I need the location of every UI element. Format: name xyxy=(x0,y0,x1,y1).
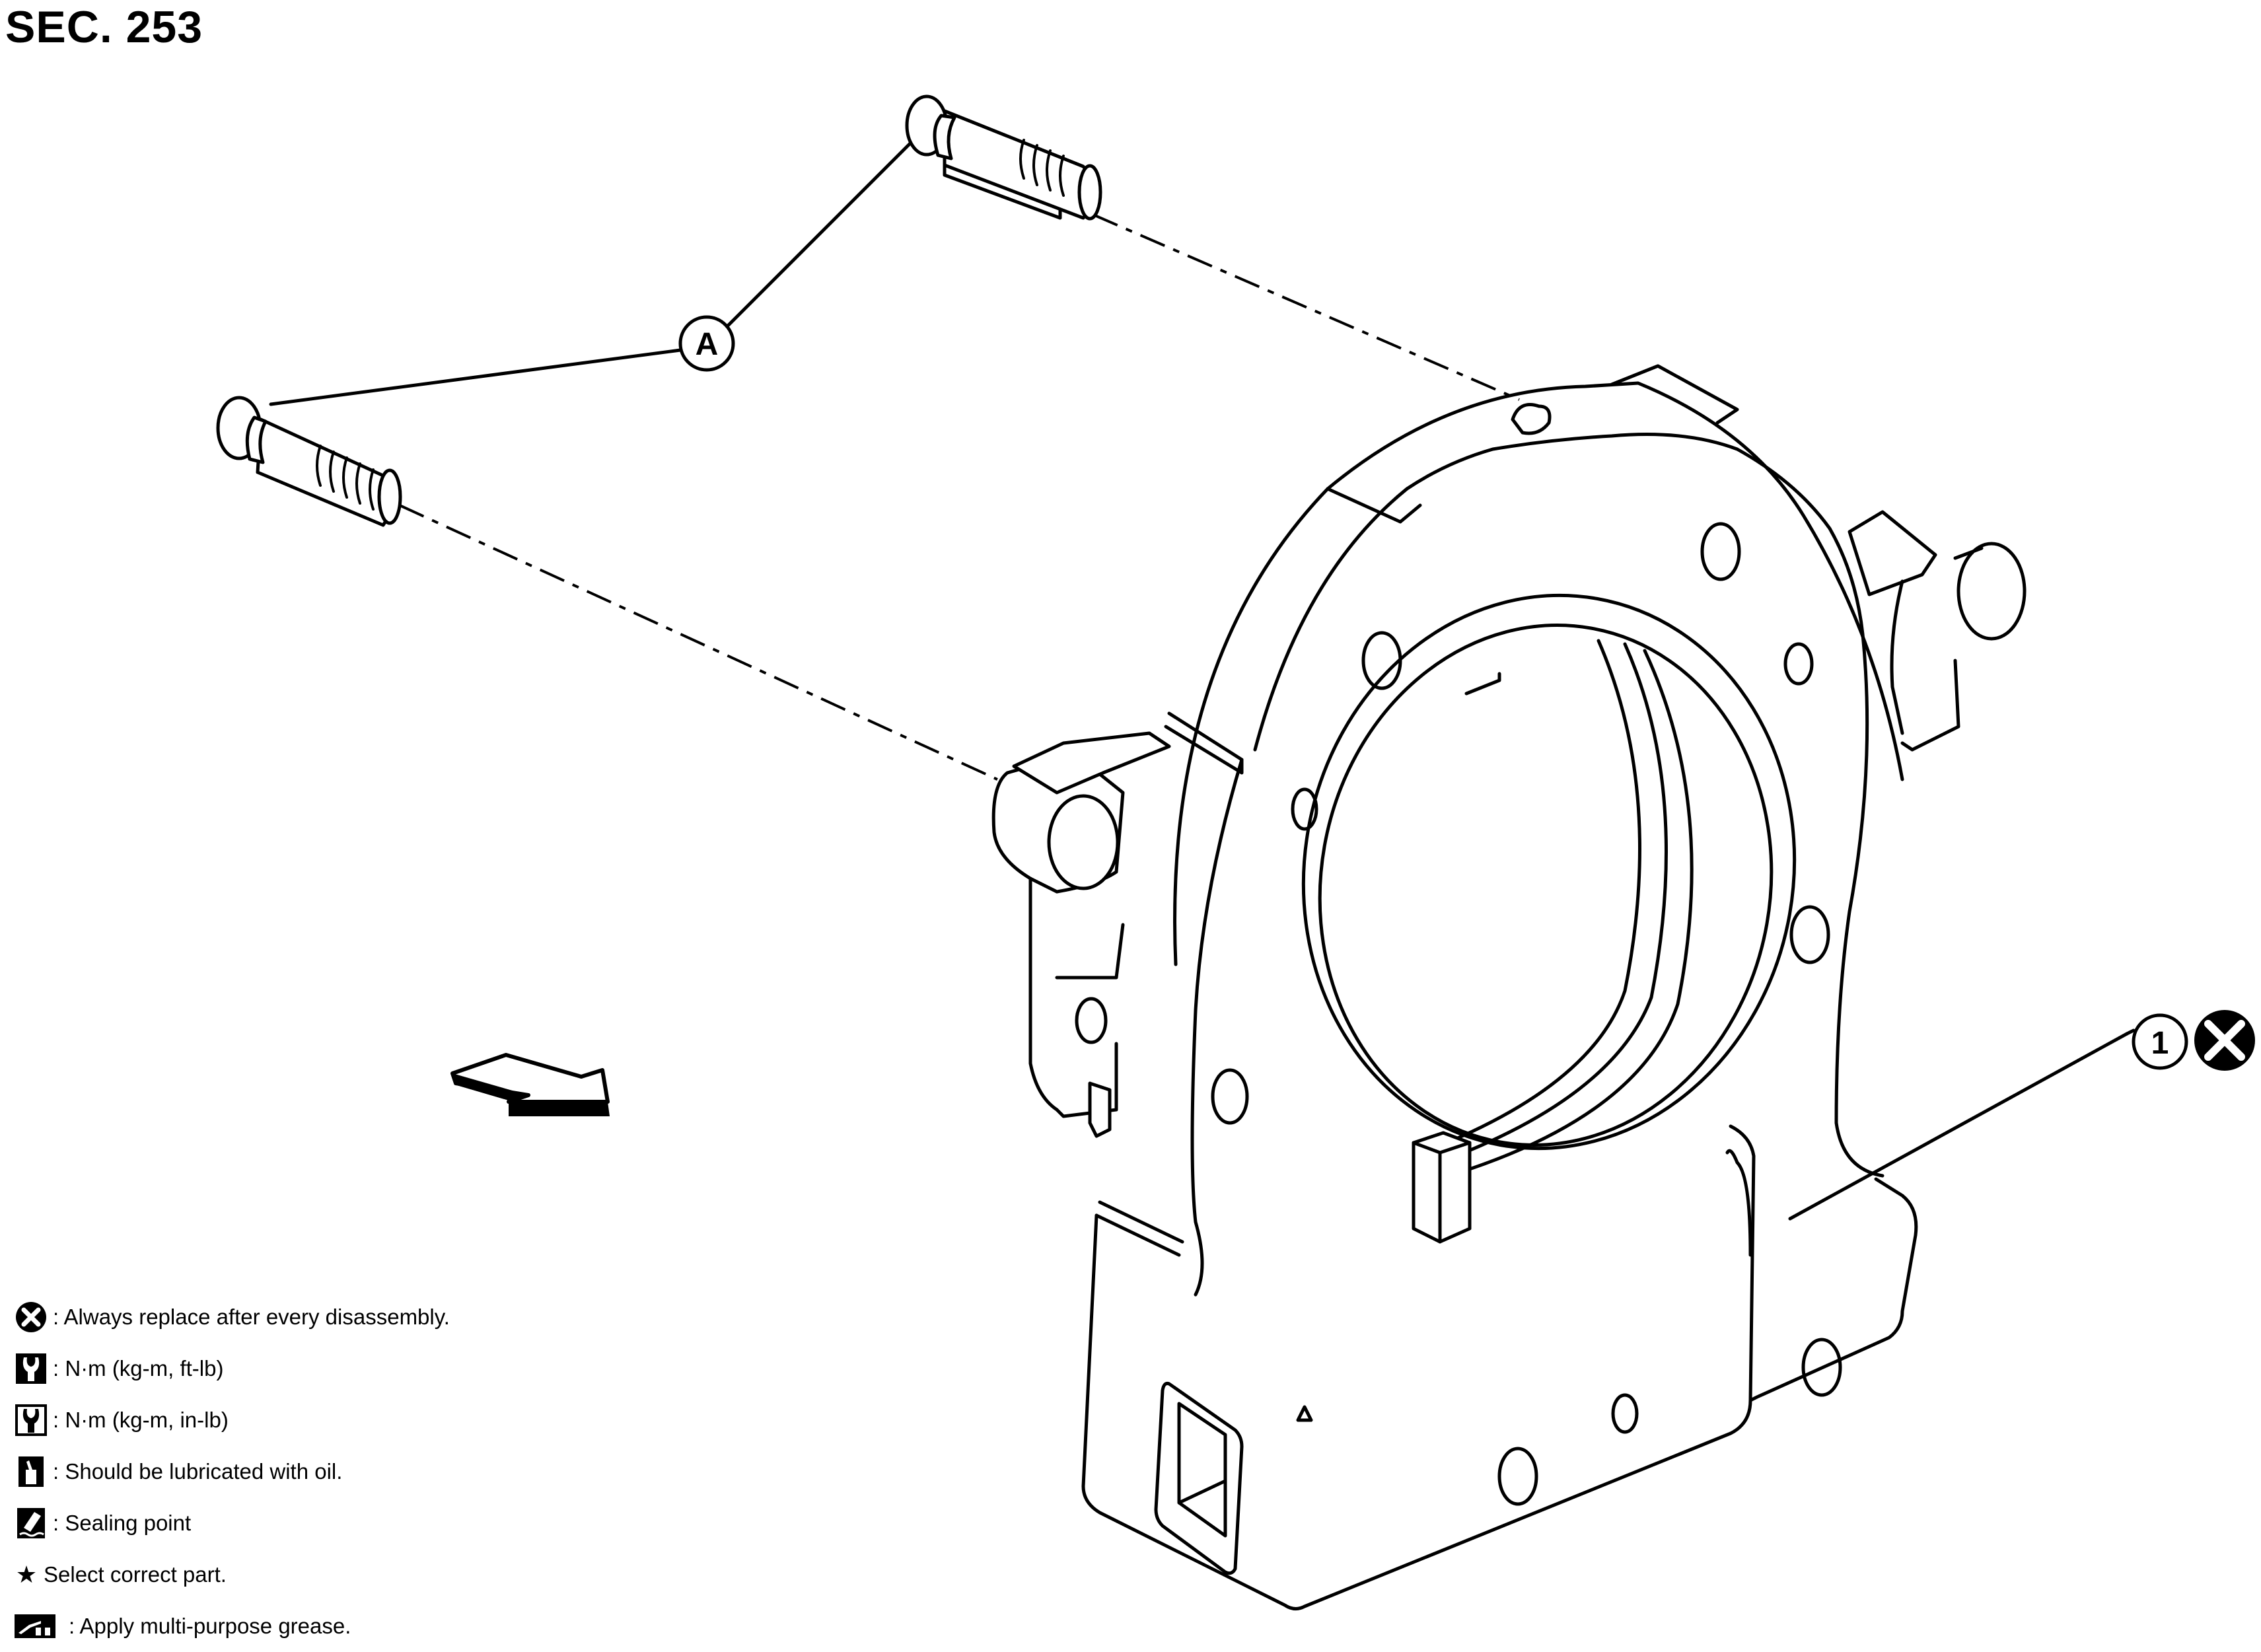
star-icon: ★ xyxy=(15,1561,38,1588)
legend-text: : Sealing point xyxy=(53,1511,192,1535)
always-replace-icon xyxy=(15,1301,48,1334)
callout-1: 1 xyxy=(2132,1013,2188,1070)
install-line-upper-bolt xyxy=(1093,213,1520,401)
leader-a-lower xyxy=(269,348,682,406)
leader-a-upper xyxy=(725,127,927,329)
legend-item-oil: : Should be lubricated with oil. xyxy=(15,1446,450,1497)
symbol-legend: : Always replace after every disassembly… xyxy=(15,1291,450,1652)
mounting-holes xyxy=(1211,522,1842,1506)
legend-text: : N·m (kg-m, in-lb) xyxy=(53,1408,229,1432)
oil-can-icon xyxy=(15,1455,48,1488)
legend-text: : Apply multi-purpose grease. xyxy=(69,1614,351,1638)
section-title: SEC. 253 xyxy=(5,2,203,52)
sealant-icon xyxy=(15,1507,48,1540)
steering-angle-sensor xyxy=(991,364,2129,1610)
torque-in-lb-icon xyxy=(15,1404,48,1437)
bolt-upper xyxy=(905,94,1102,221)
legend-item-always-replace: : Always replace after every disassembly… xyxy=(15,1291,450,1343)
svg-text:1: 1 xyxy=(2151,1026,2169,1061)
legend-item-select-part: ★ Select correct part. xyxy=(15,1549,450,1600)
legend-item-grease: : Apply multi-purpose grease. xyxy=(15,1600,450,1652)
always-replace-icon xyxy=(2194,1010,2255,1071)
connector-port xyxy=(1154,1382,1244,1575)
legend-text: : Always replace after every disassembly… xyxy=(53,1305,450,1329)
legend-item-torque-in-lb: : N·m (kg-m, in-lb) xyxy=(15,1394,450,1446)
svg-text:A: A xyxy=(696,327,719,362)
legend-text: Select correct part. xyxy=(44,1562,227,1587)
install-line-lower-bolt xyxy=(399,504,998,781)
bolt-lower xyxy=(216,396,402,527)
legend-text: : N·m (kg-m, ft-lb) xyxy=(53,1356,224,1381)
leader-part-1 xyxy=(2125,1028,2135,1036)
front-direction-arrow xyxy=(450,1053,610,1116)
legend-item-sealing: : Sealing point xyxy=(15,1497,450,1549)
legend-text: : Should be lubricated with oil. xyxy=(53,1459,343,1484)
legend-item-torque-ft-lb: : N·m (kg-m, ft-lb) xyxy=(15,1343,450,1394)
callout-a: A xyxy=(678,315,735,372)
grease-gun-icon xyxy=(15,1610,55,1643)
torque-ft-lb-icon xyxy=(15,1352,48,1385)
